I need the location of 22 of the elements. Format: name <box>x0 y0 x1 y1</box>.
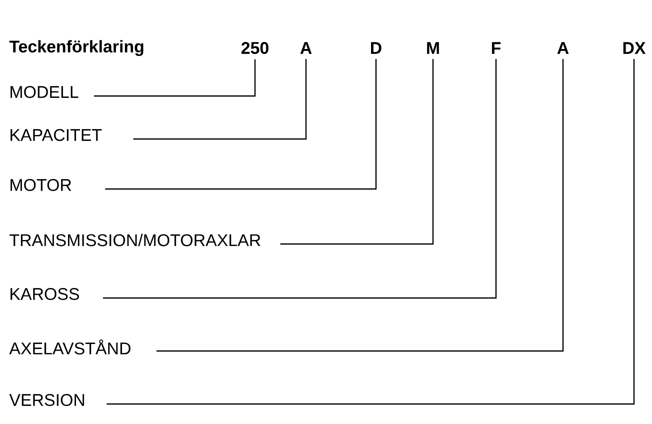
code-letter: M <box>427 42 439 54</box>
leader-line <box>280 59 434 245</box>
field-label: VERSION <box>9 394 84 406</box>
legend-heading: Teckenförklaring <box>9 40 144 56</box>
field-label: KAPACITET <box>10 129 102 141</box>
field-label: AXELAVSTÅND <box>9 340 130 354</box>
leader-line <box>105 59 377 190</box>
code-letter: F <box>492 42 501 54</box>
leader-line <box>156 59 564 352</box>
code-letter: D <box>371 42 382 54</box>
field-label: MODELL <box>10 86 78 98</box>
leader-line <box>103 59 497 299</box>
leader-line <box>94 59 256 97</box>
leader-line <box>106 59 635 405</box>
field-label: MOTOR <box>10 179 72 191</box>
field-label: TRANSMISSION/MOTORAXLAR <box>10 234 260 246</box>
field-label: KAROSS <box>10 288 80 300</box>
leader-line <box>133 59 307 140</box>
code-letter: DX <box>623 42 646 54</box>
code-letter: A <box>300 42 312 54</box>
code-letter: 250 <box>241 42 268 54</box>
code-letter: A <box>557 42 569 54</box>
